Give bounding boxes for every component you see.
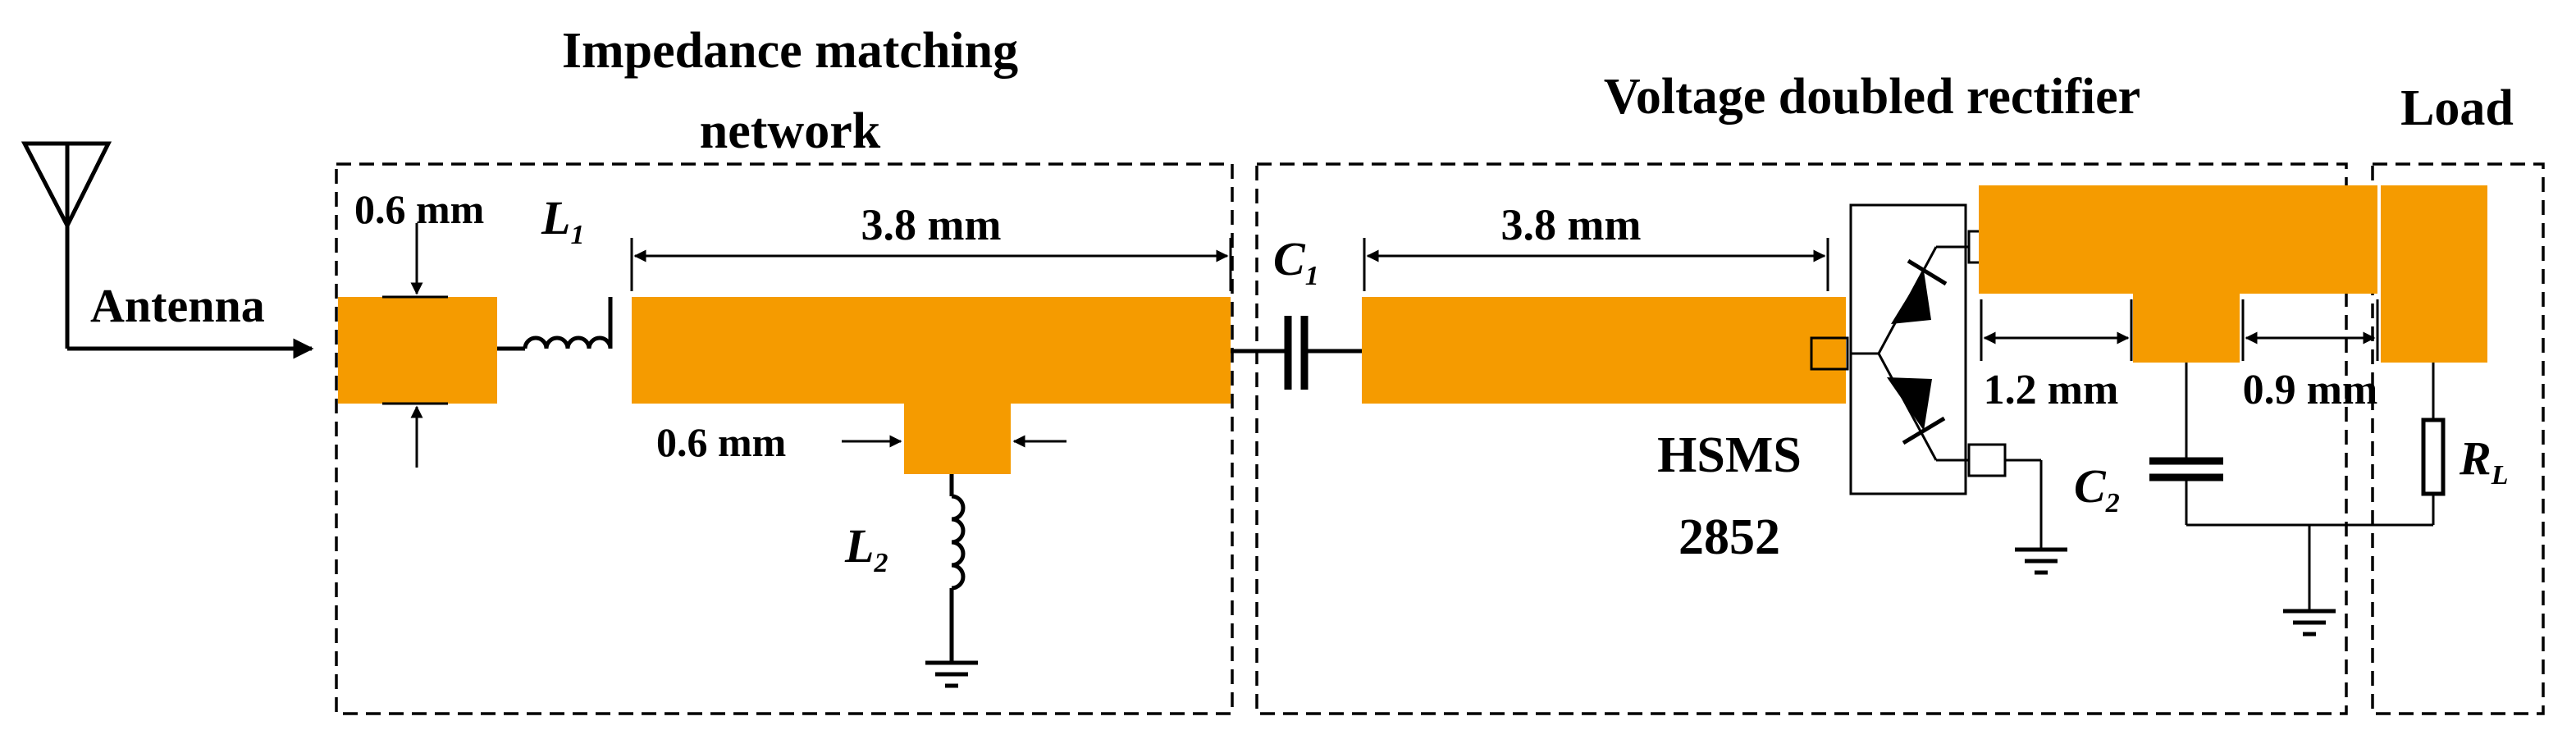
- load-box: [2371, 162, 2545, 715]
- gap-12-label: 1.2 mm: [1984, 367, 2119, 413]
- diode-upper-icon: [1891, 258, 1948, 324]
- diode-label-line1: HSMS: [1657, 427, 1802, 483]
- line2-length-label: 3.8 mm: [1501, 200, 1642, 249]
- RL-label: RL: [2459, 431, 2508, 491]
- L2-label: L2: [844, 519, 888, 578]
- line1-length-label: 3.8 mm: [861, 200, 1002, 249]
- output-line: [1979, 185, 2377, 294]
- C1-label: C1: [1273, 232, 1319, 291]
- gap-09-label: 0.9 mm: [2243, 367, 2378, 413]
- load-title: Load: [2400, 80, 2514, 136]
- ground-icon-2: [2005, 459, 2067, 575]
- L1-inductor-icon: [497, 297, 613, 351]
- output-stub: [2133, 294, 2240, 363]
- diode-label-line2: 2852: [1679, 509, 1780, 565]
- antenna-label: Antenna: [90, 279, 265, 332]
- C1-capacitor-icon: [1231, 316, 1362, 390]
- matching-title-line1: Impedance matching: [562, 23, 1018, 79]
- microstrip-line-1: [632, 297, 1231, 404]
- rectifier-box: [1255, 162, 2348, 715]
- line1-length-marker: [630, 238, 1232, 291]
- gap-09-marker: [2241, 299, 2379, 361]
- load-pad: [2381, 185, 2487, 363]
- C2-label: C2: [2074, 459, 2120, 518]
- stub-width-label: 0.6 mm: [656, 419, 786, 465]
- feed-width-marker: [382, 223, 448, 468]
- ground-icon-3: [2186, 523, 2433, 637]
- matching-title-line2: network: [700, 103, 881, 159]
- rectifier-title: Voltage doubled rectifier: [1604, 69, 2140, 125]
- feed-pad: [338, 297, 497, 404]
- gap-12-marker: [1980, 299, 2133, 361]
- RL-resistor-icon: [2421, 363, 2446, 525]
- diode-lower-icon: [1887, 377, 1946, 445]
- line2-length-marker: [1363, 238, 1829, 291]
- microstrip-line-2: [1362, 297, 1846, 404]
- antenna-icon: [21, 141, 314, 359]
- matching-network-box: [335, 162, 1234, 715]
- feed-width-label: 0.6 mm: [354, 186, 484, 232]
- L1-label: L1: [541, 191, 584, 250]
- ground-icon-1: [925, 660, 978, 688]
- shunt-stub: [904, 404, 1011, 474]
- C2-capacitor-icon: [2149, 363, 2223, 525]
- L2-inductor-icon: [949, 474, 966, 663]
